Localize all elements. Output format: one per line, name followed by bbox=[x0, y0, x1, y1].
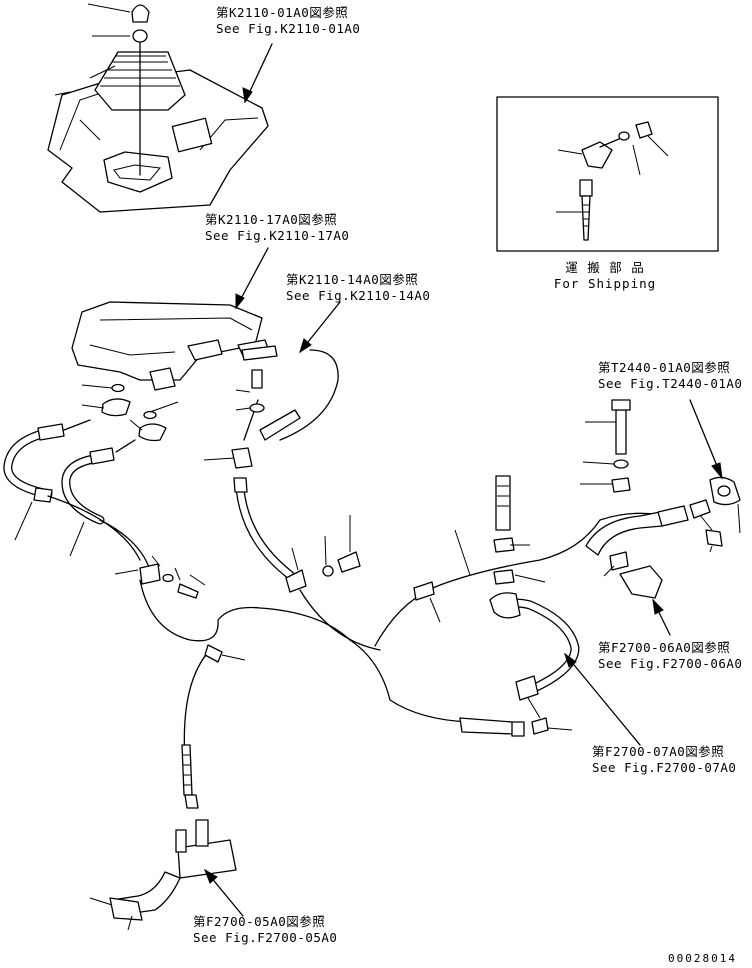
callout-ref-1: 第K2110-01A0図参照 See Fig.K2110-01A0 bbox=[216, 5, 360, 37]
arrowhead bbox=[204, 868, 218, 884]
callout-leader-6 bbox=[564, 653, 641, 746]
pump-connector bbox=[689, 476, 741, 553]
callout-ref-2-en: See Fig.K2110-17A0 bbox=[205, 228, 350, 243]
arrowhead bbox=[242, 87, 253, 104]
callout-ref-2: 第K2110-17A0図参照 See Fig.K2110-17A0 bbox=[205, 212, 349, 244]
shipping-box-frame bbox=[496, 96, 719, 252]
callout-ref-6-en: See Fig.F2700-07A0 bbox=[592, 760, 737, 775]
shipping-parts bbox=[556, 121, 669, 241]
callout-ref-1-jp: 第K2110-01A0図参照 bbox=[216, 5, 349, 20]
hose-lines-left bbox=[3, 419, 471, 809]
callout-ref-4-jp: 第T2440-01A0図参照 bbox=[598, 360, 731, 375]
callout-ref-7-jp: 第F2700-05A0図参照 bbox=[193, 914, 326, 929]
callout-ref-7: 第F2700-05A0図参照 See Fig.F2700-05A0 bbox=[193, 914, 337, 946]
arrowhead bbox=[652, 598, 664, 615]
callout-ref-5-jp: 第F2700-06A0図参照 bbox=[598, 640, 731, 655]
shipping-box-label-en: For Shipping bbox=[553, 276, 657, 291]
callout-ref-3-en: See Fig.K2110-14A0 bbox=[286, 288, 431, 303]
lever-boot-assembly bbox=[47, 3, 269, 213]
callout-ref-1-en: See Fig.K2110-01A0 bbox=[216, 21, 361, 36]
shipping-box-label-jp: 運 搬 部 品 bbox=[565, 260, 645, 275]
callout-ref-5: 第F2700-06A0図参照 See Fig.F2700-06A0 bbox=[598, 640, 742, 672]
shipping-box-label: 運 搬 部 品 For Shipping bbox=[540, 260, 670, 292]
callout-ref-6: 第F2700-07A0図参照 See Fig.F2700-07A0 bbox=[592, 744, 736, 776]
arrowhead bbox=[235, 293, 245, 310]
lower-valve-bracket bbox=[89, 819, 237, 931]
callout-ref-5-en: See Fig.F2700-06A0 bbox=[598, 656, 743, 671]
callout-ref-2-jp: 第K2110-17A0図参照 bbox=[205, 212, 338, 227]
valve-block bbox=[71, 301, 271, 442]
hose-lines-center bbox=[203, 345, 525, 737]
arrowhead bbox=[299, 338, 312, 354]
document-number: 00028014 bbox=[668, 952, 737, 965]
arrowhead bbox=[564, 652, 577, 668]
hose-lines-right bbox=[374, 399, 689, 647]
callout-ref-6-jp: 第F2700-07A0図参照 bbox=[592, 744, 725, 759]
l-tube bbox=[489, 592, 580, 735]
callout-ref-3-jp: 第K2110-14A0図参照 bbox=[286, 272, 419, 287]
arrowhead bbox=[711, 462, 723, 480]
callout-ref-7-en: See Fig.F2700-05A0 bbox=[193, 930, 338, 945]
callout-ref-4: 第T2440-01A0図参照 See Fig.T2440-01A0 bbox=[598, 360, 742, 392]
callout-ref-3: 第K2110-14A0図参照 See Fig.K2110-14A0 bbox=[286, 272, 430, 304]
callout-ref-4-en: See Fig.T2440-01A0 bbox=[598, 376, 743, 391]
